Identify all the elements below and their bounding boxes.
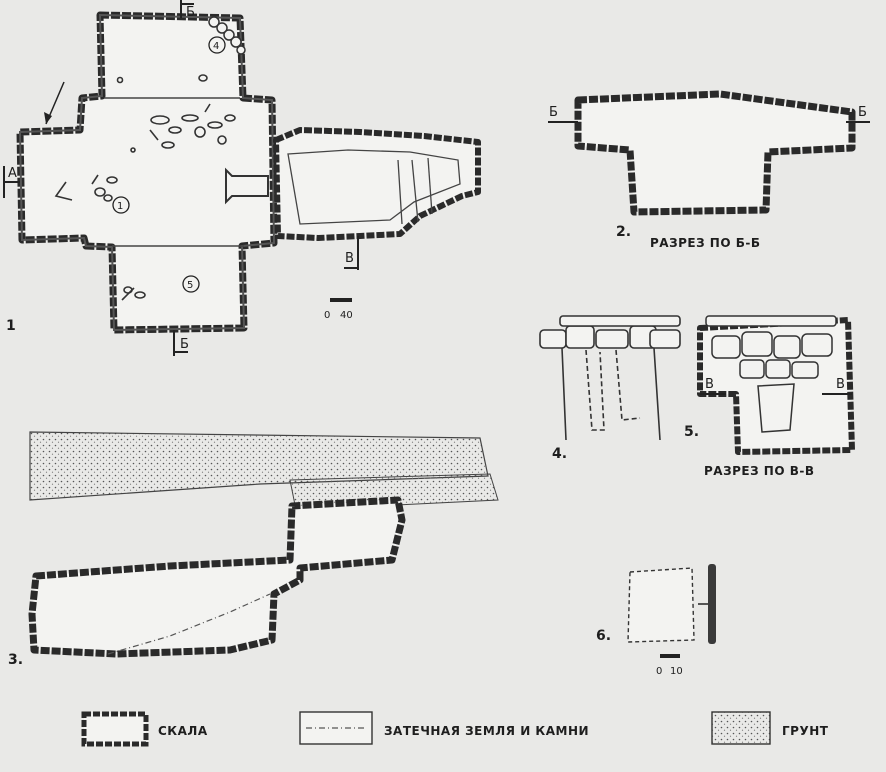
- plan-figure-1: 4 1 5 А Б Б В 0 40 1: [3, 0, 481, 356]
- marker-b-bottom: Б: [180, 337, 189, 352]
- marker-b-section-right: Б: [858, 105, 867, 120]
- find-profile: [708, 564, 716, 644]
- section-bb-caption: РАЗРЕЗ ПО Б-Б: [650, 236, 761, 250]
- plan-scale-value: 40: [340, 310, 353, 321]
- legend-label-fill: ЗАТЕЧНАЯ ЗЕМЛЯ И КАМНИ: [384, 724, 589, 738]
- fill-earth-line: [107, 593, 271, 655]
- figure-label-6: 6.: [596, 628, 611, 644]
- section-figure-3: 3.: [8, 431, 499, 668]
- arch-figure-4: 4.: [539, 315, 681, 462]
- bone-scatter: [54, 74, 236, 301]
- legend: СКАЛА ЗАТЕЧНАЯ ЗЕМЛЯ И КАМНИ ГРУНТ: [81, 711, 829, 747]
- section-vv-figure-5: В В 5. РАЗРЕЗ ПО В-В: [684, 315, 855, 478]
- marker-b-top: Б: [186, 5, 195, 20]
- tunnel-outline: [273, 127, 481, 241]
- tunnel-passage: [225, 167, 269, 205]
- legend-swatch-ground: [711, 711, 771, 745]
- legend-label-ground: ГРУНТ: [782, 724, 829, 738]
- plan-scale-zero: 0: [324, 310, 330, 321]
- legend-swatch-rock: [81, 711, 149, 747]
- marker-b-section: Б: [549, 105, 558, 120]
- find-number-1: 1: [117, 201, 123, 212]
- small-scale-zero: 0: [656, 666, 662, 677]
- section-bb-figure-2: Б Б 2. РАЗРЕЗ ПО Б-Б: [548, 90, 870, 250]
- stone-chain: [208, 16, 246, 55]
- section-bb-outline: [574, 90, 856, 216]
- section-cave-outline: [28, 496, 406, 658]
- find-figure-6: 6. 0 10: [596, 564, 716, 677]
- figure-label-4: 4.: [552, 446, 567, 462]
- legend-label-rock: СКАЛА: [158, 724, 208, 738]
- figure-label-3: 3.: [8, 652, 23, 668]
- find-number-4: 4: [213, 41, 219, 52]
- figure-label-5: 5.: [684, 424, 699, 440]
- marker-v-right: В: [836, 377, 845, 392]
- find-number-5: 5: [187, 280, 193, 291]
- small-scale-value: 10: [670, 666, 683, 677]
- section-vv-caption: РАЗРЕЗ ПО В-В: [704, 464, 815, 478]
- marker-a: А: [8, 166, 17, 181]
- plan-rock-outline: [16, 11, 278, 334]
- marker-v-left: В: [705, 377, 714, 392]
- marker-v-plan: В: [345, 251, 354, 266]
- figure-label-1: 1: [6, 318, 16, 334]
- figure-label-2: 2.: [616, 224, 631, 240]
